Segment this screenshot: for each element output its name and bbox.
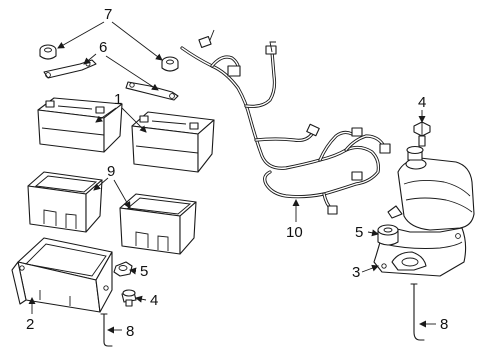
bolt-lower: [121, 289, 137, 307]
callout-4-lower: 4: [150, 292, 158, 309]
leader-lines: [28, 21, 436, 334]
callout-1: 1: [114, 91, 122, 108]
battery-tray-left: [27, 171, 103, 233]
callout-3: 3: [352, 264, 360, 281]
callout-10: 10: [286, 224, 303, 241]
wiring-harness: [180, 29, 391, 215]
callout-6: 6: [99, 39, 107, 56]
grommet-right: [161, 56, 179, 72]
hold-down-rod-right: [410, 283, 425, 341]
callout-9: 9: [107, 163, 115, 180]
callout-5-lower: 5: [140, 263, 148, 280]
coolant-reservoir: [387, 145, 475, 231]
bushing-right: [377, 224, 399, 246]
bolt-upper-right: [413, 121, 431, 147]
battery-left: [37, 97, 123, 153]
battery-tray-right: [119, 193, 197, 255]
hold-down-clamp-left: [43, 59, 97, 79]
callout-8-right: 8: [440, 316, 448, 333]
hold-down-rod-left: [100, 313, 113, 347]
callout-4-upper: 4: [418, 94, 426, 111]
callout-2: 2: [26, 316, 34, 333]
battery-right: [131, 111, 215, 173]
callout-5-right: 5: [355, 224, 363, 241]
callout-8-left: 8: [126, 323, 134, 340]
grommet-left: [39, 44, 57, 60]
callout-labels: 7 6 1 9 2 5 4 8 10 5 3 4 8: [26, 6, 448, 340]
callout-7: 7: [104, 6, 112, 23]
lower-battery-tray: [11, 237, 113, 313]
bushing-small: [113, 261, 133, 277]
hold-down-clamp-right: [125, 81, 179, 101]
